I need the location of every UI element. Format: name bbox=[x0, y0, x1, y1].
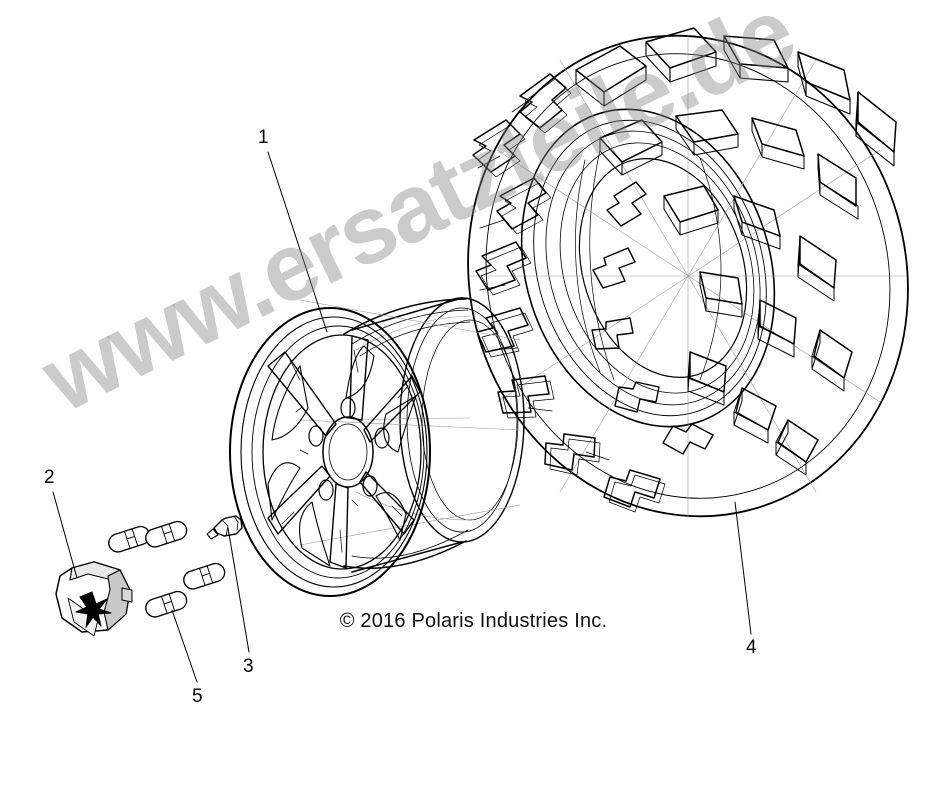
center-cap-part bbox=[55, 561, 133, 637]
callout-label-5[interactable]: 5 bbox=[192, 686, 203, 707]
lug-nuts-part bbox=[108, 520, 226, 618]
wheel-rim-part bbox=[229, 297, 525, 597]
tire-part bbox=[467, 27, 909, 519]
callout-label-1[interactable]: 1 bbox=[258, 127, 269, 148]
leader-lines bbox=[52, 151, 752, 683]
callout-label-4[interactable]: 4 bbox=[746, 637, 757, 658]
callout-label-3[interactable]: 3 bbox=[243, 656, 254, 677]
copyright-notice: © 2016 Polaris Industries Inc. bbox=[339, 610, 608, 632]
callout-label-2[interactable]: 2 bbox=[44, 467, 55, 488]
valve-stem-part bbox=[206, 515, 243, 540]
